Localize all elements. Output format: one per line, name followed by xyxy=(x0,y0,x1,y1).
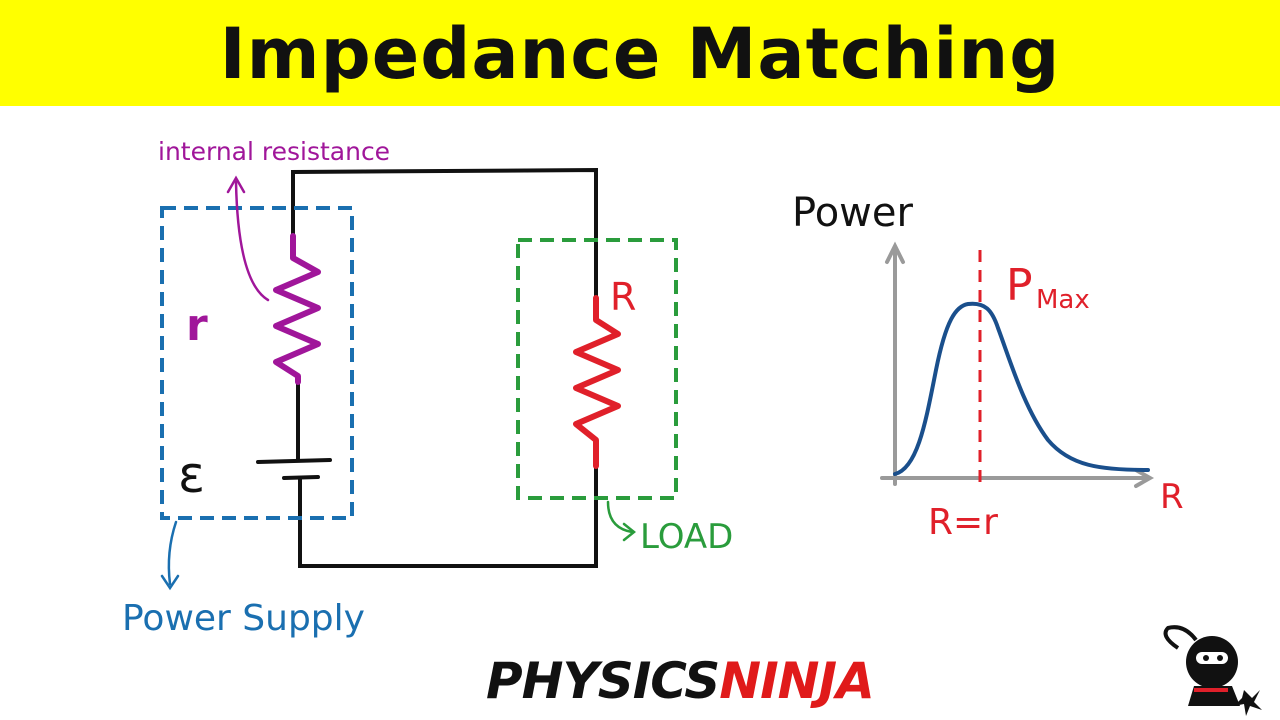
load-label: LOAD xyxy=(640,517,733,557)
graph-axes xyxy=(880,241,1155,488)
graph-xlabel: R xyxy=(1160,477,1184,517)
load-resistor-label: R xyxy=(610,275,636,319)
peak-label: P xyxy=(1006,260,1033,311)
emf-label: ε xyxy=(178,446,205,504)
internal-resistance-arrow xyxy=(226,175,270,302)
ninja-mascot-icon xyxy=(1163,625,1262,716)
battery-cell xyxy=(256,458,332,480)
internal-resistance-label: internal resistance xyxy=(158,137,390,166)
load-arrow xyxy=(606,500,637,542)
internal-resistor xyxy=(273,233,321,385)
logo-part-physics: PHYSICS xyxy=(486,652,720,710)
load-resistor xyxy=(573,295,621,469)
page-title: Impedance Matching xyxy=(219,13,1061,95)
power-supply-label: Power Supply xyxy=(122,598,365,639)
power-graph: Power R P Max R=r xyxy=(792,190,1184,543)
power-curve xyxy=(893,301,1150,476)
peak-label-subscript: Max xyxy=(1036,285,1090,315)
title-banner xyxy=(0,0,1280,106)
graph-ylabel: Power xyxy=(792,190,913,236)
circuit-wires xyxy=(291,167,598,568)
match-condition-label: R=r xyxy=(928,502,998,543)
logo-part-ninja: NINJA xyxy=(719,652,875,710)
physics-ninja-logo: PHYSICSNINJA xyxy=(486,650,875,712)
power-supply-box xyxy=(160,206,354,520)
internal-resistor-label: r xyxy=(186,300,208,351)
power-supply-arrow xyxy=(160,520,180,591)
load-box xyxy=(516,238,678,500)
